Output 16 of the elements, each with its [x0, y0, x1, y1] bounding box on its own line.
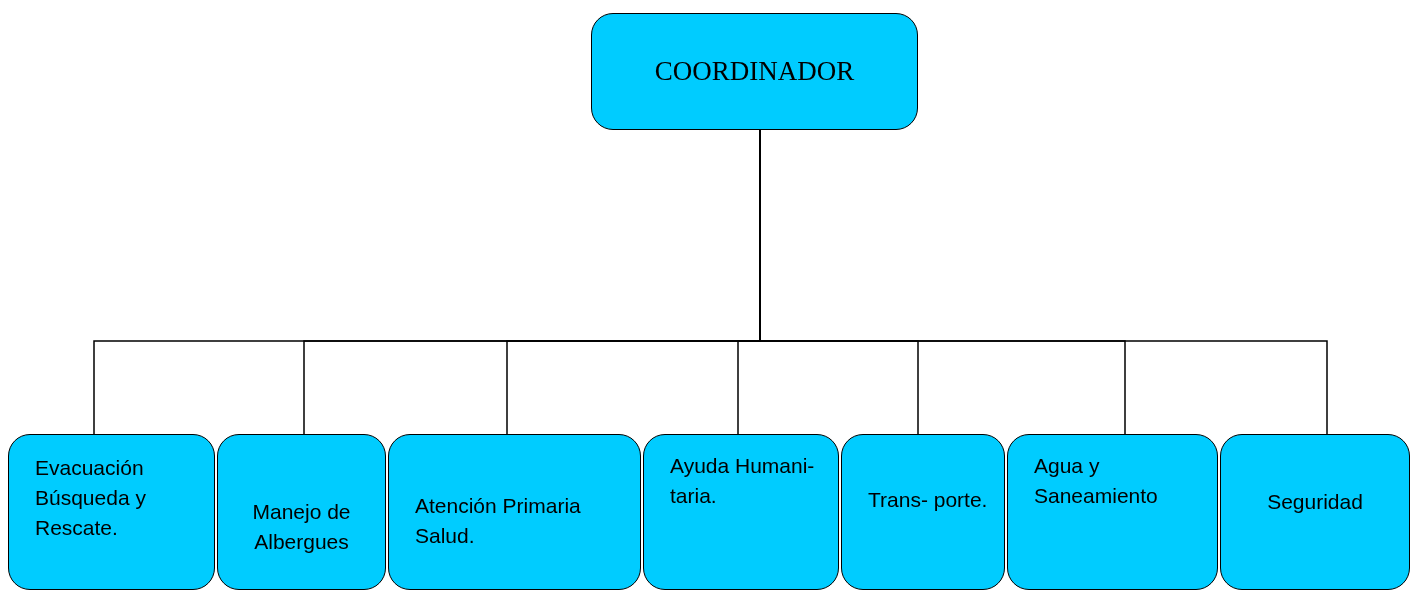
box-label: COORDINADOR	[653, 55, 856, 89]
org-box	[1220, 434, 1410, 590]
box-label: Ayuda Humani- taria.	[670, 453, 816, 509]
org-box	[591, 13, 918, 130]
org-box	[217, 434, 386, 590]
box-label: Trans- porte.	[868, 487, 989, 513]
org-box	[388, 434, 641, 590]
box-label: Atención Primaria Salud.	[415, 493, 582, 549]
org-box	[643, 434, 839, 590]
box-label: Evacuación Búsqueda y Rescate.	[35, 455, 147, 541]
org-box	[841, 434, 1005, 590]
box-label: Seguridad	[1266, 489, 1364, 515]
box-label: Agua y Saneamiento	[1034, 453, 1159, 509]
box-label: Manejo de Albergues	[251, 499, 352, 555]
org-box	[8, 434, 215, 590]
org-box	[1007, 434, 1218, 590]
